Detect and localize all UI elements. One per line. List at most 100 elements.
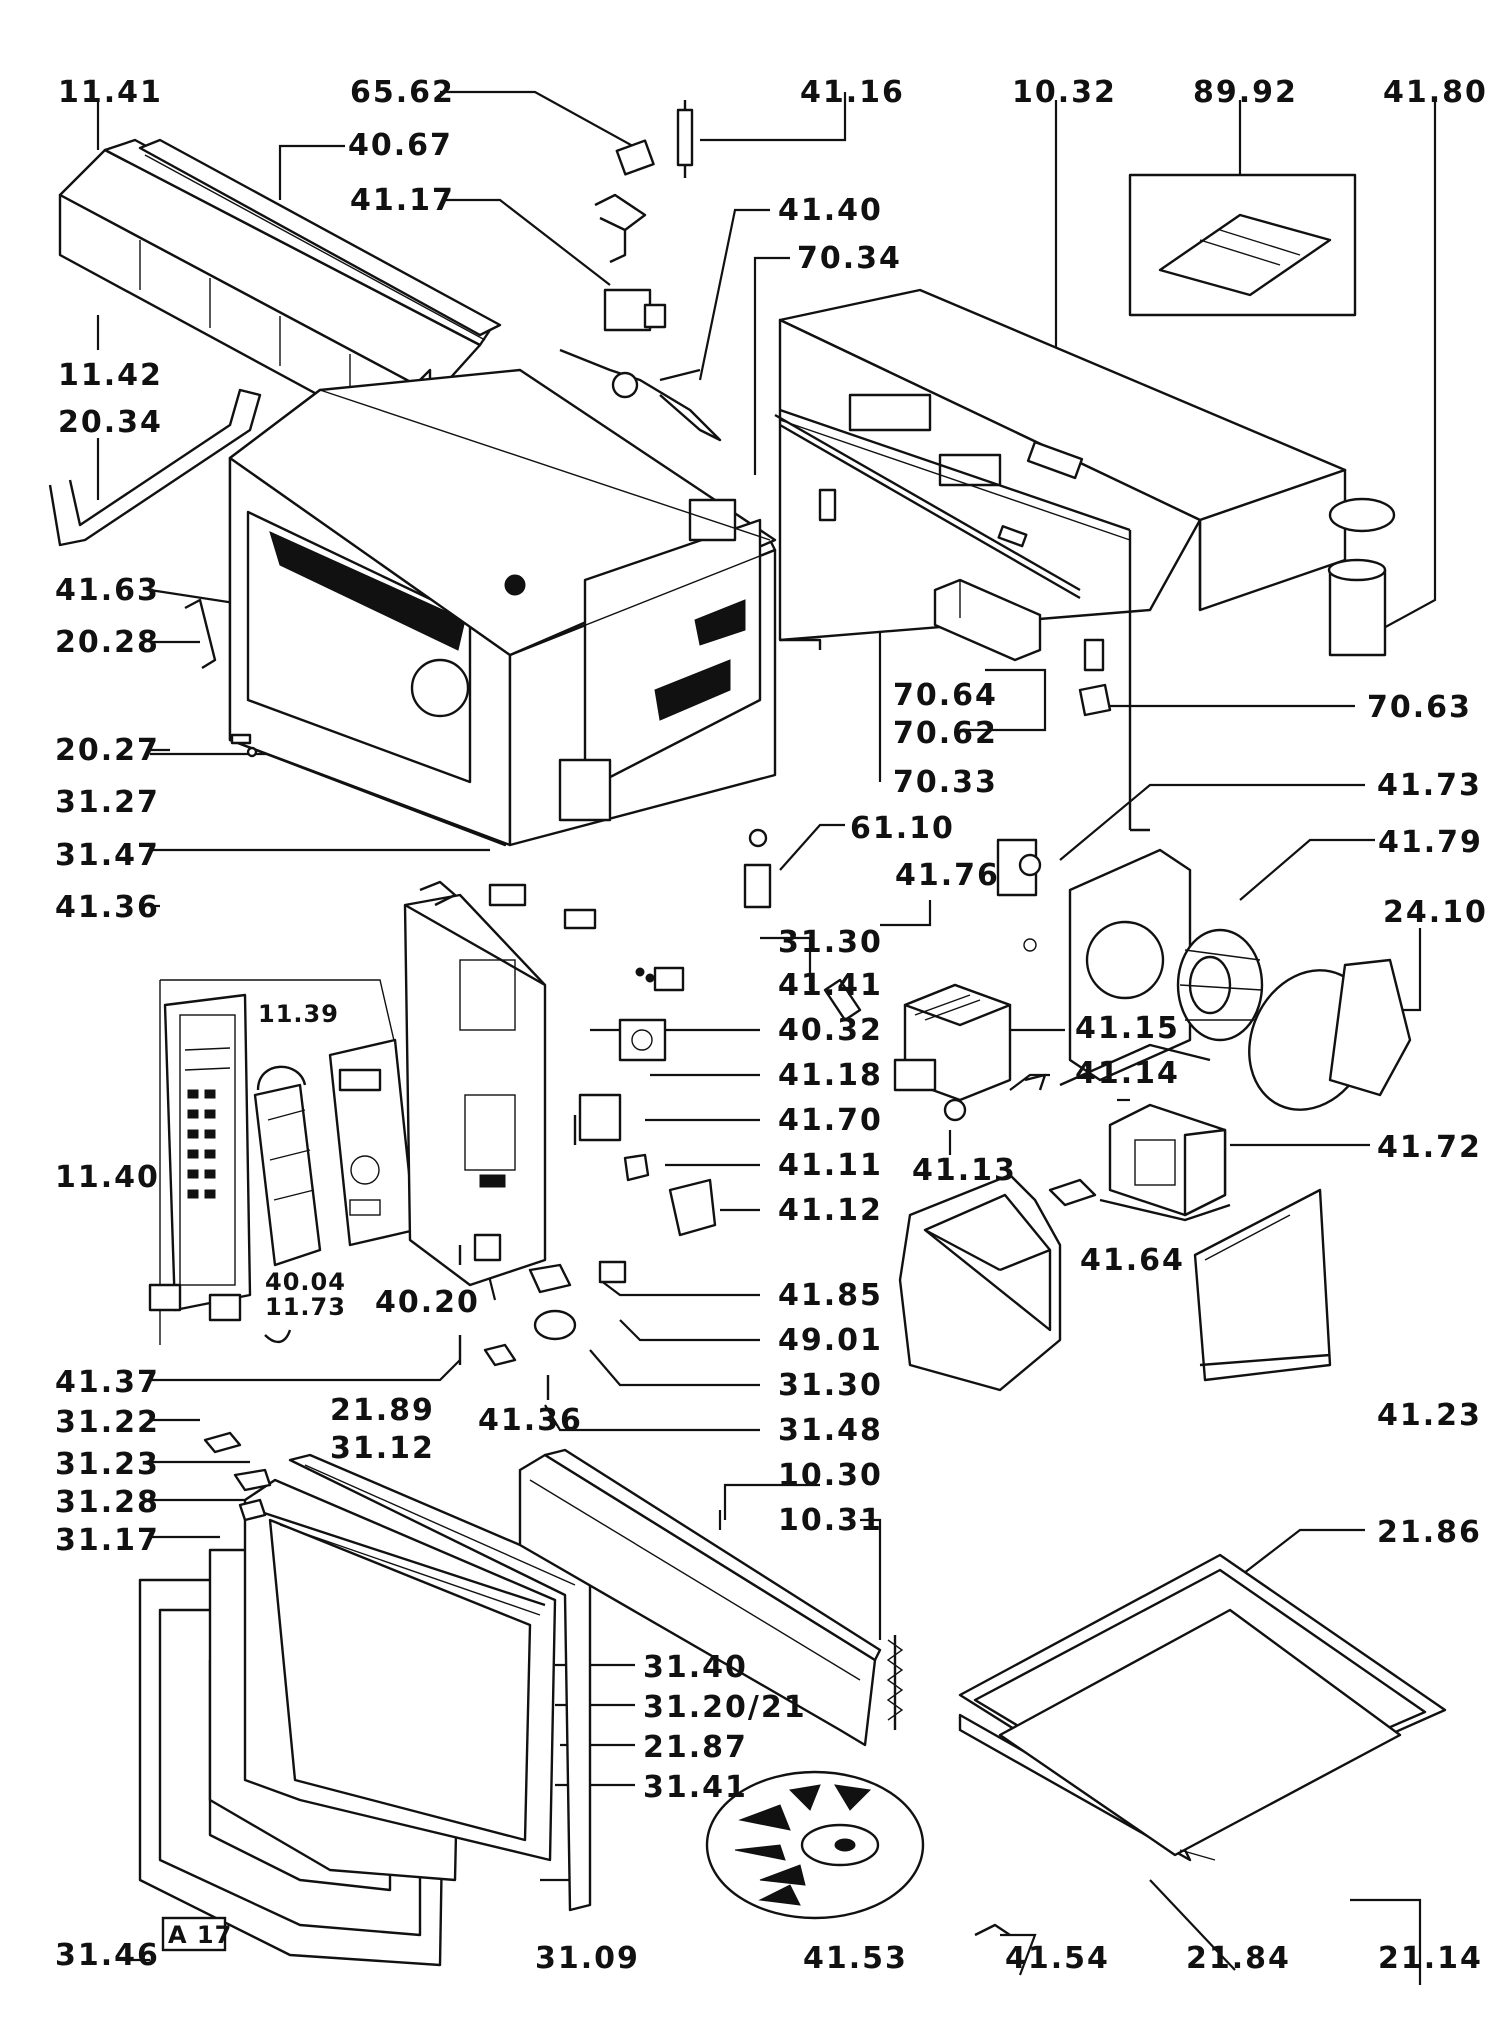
label-20-28: 20.28: [55, 625, 160, 660]
label-31-27: 31.27: [55, 785, 160, 820]
label-41-79: 41.79: [1378, 825, 1483, 860]
label-11-41: 11.41: [58, 75, 163, 110]
label-41-85: 41.85: [778, 1278, 883, 1313]
label-20-27: 20.27: [55, 733, 160, 768]
magnetron: [893, 983, 1012, 1122]
small-plate-41-64: [1048, 1178, 1097, 1207]
diagram-badge: A 17: [168, 1921, 232, 1949]
small-cylinder: [1083, 638, 1105, 672]
label-31-46: 31.46: [55, 1938, 160, 1973]
label-31-47: 31.47: [55, 838, 160, 873]
switch-41-85: [598, 1260, 627, 1284]
switch-41-11: [623, 1153, 650, 1182]
label-41-72: 41.72: [1377, 1130, 1482, 1165]
part-drawings: [48, 100, 1447, 1967]
door-inner-frame: [243, 1478, 557, 1862]
fan-housing: [1059, 848, 1211, 1087]
oven-cavity: [228, 368, 777, 847]
label-41-37: 41.37: [55, 1365, 160, 1400]
mounting-bracket: [48, 388, 262, 547]
switch-small-top: [563, 908, 597, 930]
thermal-fuse-parts: [615, 100, 694, 178]
label-49-01: 49.01: [778, 1323, 883, 1358]
clip-41-41: [635, 966, 685, 992]
front-trim-strip: [518, 1448, 882, 1747]
tray-glass: [998, 1608, 1402, 1861]
label-41-36-upper: 41.36: [55, 890, 160, 925]
label-41-16: 41.16: [800, 75, 905, 110]
heater-rod: [774, 413, 1081, 600]
label-70-34: 70.34: [797, 241, 902, 276]
label-40-04: 40.04: [265, 1268, 346, 1296]
label-41-17: 41.17: [350, 183, 455, 218]
label-31-12: 31.12: [330, 1431, 435, 1466]
label-31-17: 31.17: [55, 1523, 160, 1558]
label-41-14: 41.14: [1075, 1056, 1180, 1091]
label-31-22: 31.22: [55, 1405, 160, 1440]
label-21-84: 21.84: [1186, 1941, 1291, 1976]
part-61-10: [743, 828, 772, 909]
label-41-18: 41.18: [778, 1058, 883, 1093]
leader-lines: [96, 90, 1437, 1985]
timer-41-18: [618, 1018, 667, 1062]
fan-cover: [1248, 958, 1412, 1111]
spring-10-31: [886, 1635, 904, 1730]
label-70-33: 70.33: [893, 765, 998, 800]
label-11-42: 11.42: [58, 358, 163, 393]
small-screws-left: [230, 733, 258, 758]
part-labels: 11.41 65.62 41.16 10.32 89.92 41.80 40.6…: [55, 75, 1486, 1976]
label-11-39: 11.39: [258, 1000, 339, 1028]
clip-11-73: [264, 1329, 292, 1344]
label-40-67: 40.67: [348, 128, 453, 163]
label-11-40: 11.40: [55, 1160, 160, 1195]
label-41-13: 41.13: [912, 1153, 1017, 1188]
label-21-87: 21.87: [643, 1730, 748, 1765]
front-grille-bar: [58, 138, 492, 472]
badge-box: [161, 1916, 227, 1952]
switch-41-70: [573, 1093, 622, 1145]
turntable-plate: [705, 1770, 925, 1920]
hv-transformer: [1099, 1103, 1231, 1222]
label-41-36-lower: 41.36: [478, 1403, 583, 1438]
display-board: [328, 1038, 417, 1247]
control-circuit-board: [403, 893, 547, 1287]
switch-41-36-lower: [483, 1343, 517, 1367]
fan-blade: [1176, 928, 1264, 1042]
label-31-40: 31.40: [643, 1650, 748, 1685]
switch-31-30-lower: [533, 1309, 577, 1341]
top-housing: [778, 288, 1347, 832]
label-11-73: 11.73: [265, 1293, 346, 1321]
label-70-63: 70.63: [1367, 690, 1472, 725]
label-21-89: 21.89: [330, 1393, 435, 1428]
side-sheet: [1193, 1188, 1332, 1382]
label-41-63: 41.63: [55, 573, 160, 608]
label-89-92: 89.92: [1193, 75, 1298, 110]
waveguide-cover: [898, 1173, 1062, 1392]
label-41-23: 41.23: [1377, 1398, 1482, 1433]
label-10-30: 10.30: [778, 1458, 883, 1493]
label-31-23: 31.23: [55, 1447, 160, 1482]
control-panel-frame: [159, 979, 396, 1345]
door-latch-parts: [203, 1431, 272, 1522]
switch-31-30-top: [488, 883, 527, 907]
label-21-86: 21.86: [1377, 1515, 1482, 1550]
label-31-41: 31.41: [643, 1770, 748, 1805]
board-41-12: [668, 1178, 717, 1237]
label-31-30-upper: 31.30: [778, 925, 883, 960]
label-41-11: 41.11: [778, 1148, 883, 1183]
label-31-09: 31.09: [535, 1941, 640, 1976]
rear-panel-strip: [138, 138, 502, 341]
relay: [603, 288, 667, 332]
label-41-15: 41.15: [1075, 1011, 1180, 1046]
label-41-76: 41.76: [895, 858, 1000, 893]
membrane-keypad: [253, 1065, 322, 1267]
terminal-board: [1128, 173, 1357, 317]
label-21-14: 21.14: [1378, 1941, 1483, 1976]
switch-lower-31-30: [528, 1263, 572, 1294]
lamp-wire: [559, 348, 722, 442]
door-seal-strip: [288, 1453, 592, 1912]
switch-40-20: [458, 1233, 502, 1265]
label-65-62: 65.62: [350, 75, 455, 110]
transformer-box: [933, 578, 1042, 662]
